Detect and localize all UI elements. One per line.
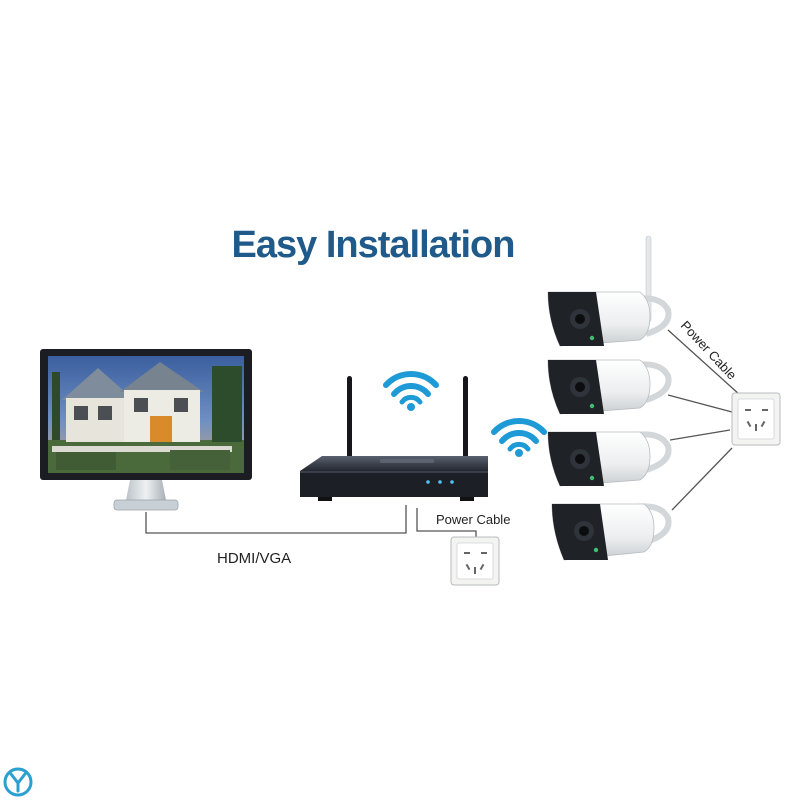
page-title: Easy Installation xyxy=(232,224,515,266)
camera-power-cable-3 xyxy=(669,429,731,441)
bullet-camera-icon xyxy=(547,431,672,487)
camera-power-cable-4 xyxy=(671,447,733,511)
nvr-recorder-icon xyxy=(300,376,488,501)
monitor-icon xyxy=(40,349,252,511)
cables xyxy=(145,329,741,540)
bullet-camera-icon xyxy=(547,235,672,347)
bullet-camera-icon xyxy=(547,359,672,415)
camera-power-cable-1 xyxy=(667,329,741,396)
wifi-dot xyxy=(515,449,523,457)
wifi-icon xyxy=(491,418,547,452)
camera-power-cable-2 xyxy=(667,394,733,413)
wifi-dot xyxy=(407,403,415,411)
power-outlet-icon xyxy=(731,392,781,446)
camera-power-cable-label: Power Cable xyxy=(678,318,740,383)
house-image xyxy=(48,362,244,473)
bullet-camera-icon xyxy=(551,503,672,561)
hdmi-vga-label: HDMI/VGA xyxy=(217,550,291,567)
brand-logo-icon xyxy=(3,767,33,797)
power-outlet-icon xyxy=(450,536,500,586)
wifi-icon xyxy=(383,371,439,405)
hdmi-cable xyxy=(145,505,407,534)
nvr-power-cable xyxy=(416,508,477,540)
nvr-power-cable-label: Power Cable xyxy=(436,512,510,527)
